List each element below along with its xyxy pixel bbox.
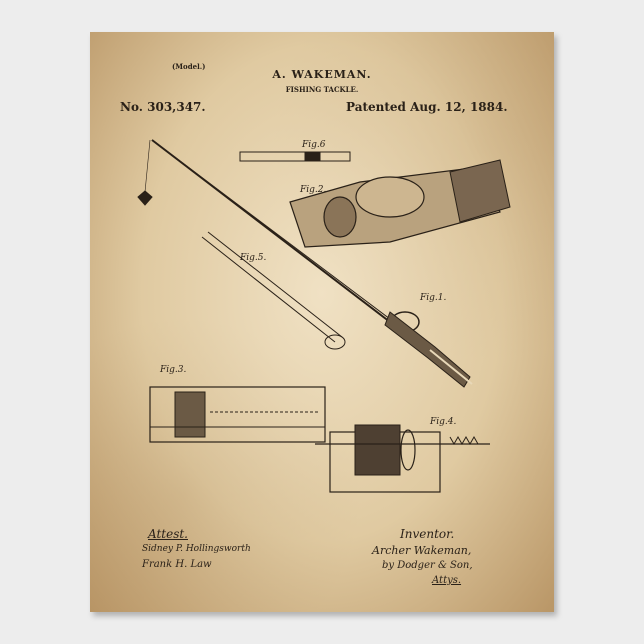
fig1-label: Fig.1. xyxy=(419,293,446,303)
attorney-line: by Dodger & Son, xyxy=(382,560,473,571)
witness-signature-2: Frank H. Law xyxy=(142,559,212,570)
fig5-label: Fig.5. xyxy=(239,253,266,263)
attorney-label: Attys. xyxy=(432,575,461,586)
fig5-rod-section: Fig.5. xyxy=(202,232,345,349)
fly-lure-icon xyxy=(138,191,152,205)
fig4-label: Fig.4. xyxy=(429,417,456,427)
patent-poster: (Model.) A. WAKEMAN. FISHING TACKLE. No.… xyxy=(90,32,554,612)
fig4-spool: Fig.4. xyxy=(315,417,490,492)
inventor-signature: Archer Wakeman, xyxy=(372,544,471,557)
witness-signature-1: Sidney P. Hollingsworth xyxy=(142,544,251,554)
fig2-reel: Fig.2. xyxy=(290,160,510,247)
fig2-label: Fig.2. xyxy=(299,185,326,195)
fig3-reel-section: Fig.3. xyxy=(150,365,325,442)
attest-label: Attest. xyxy=(148,527,188,541)
patent-drawing: Fig.1. Fig.6 Fig.2. Fig.5. xyxy=(90,32,554,612)
fig3-label: Fig.3. xyxy=(159,365,186,375)
inventor-label: Inventor. xyxy=(400,527,454,541)
fig6-ferrule: Fig.6 xyxy=(240,140,350,161)
fig6-label: Fig.6 xyxy=(301,140,326,150)
